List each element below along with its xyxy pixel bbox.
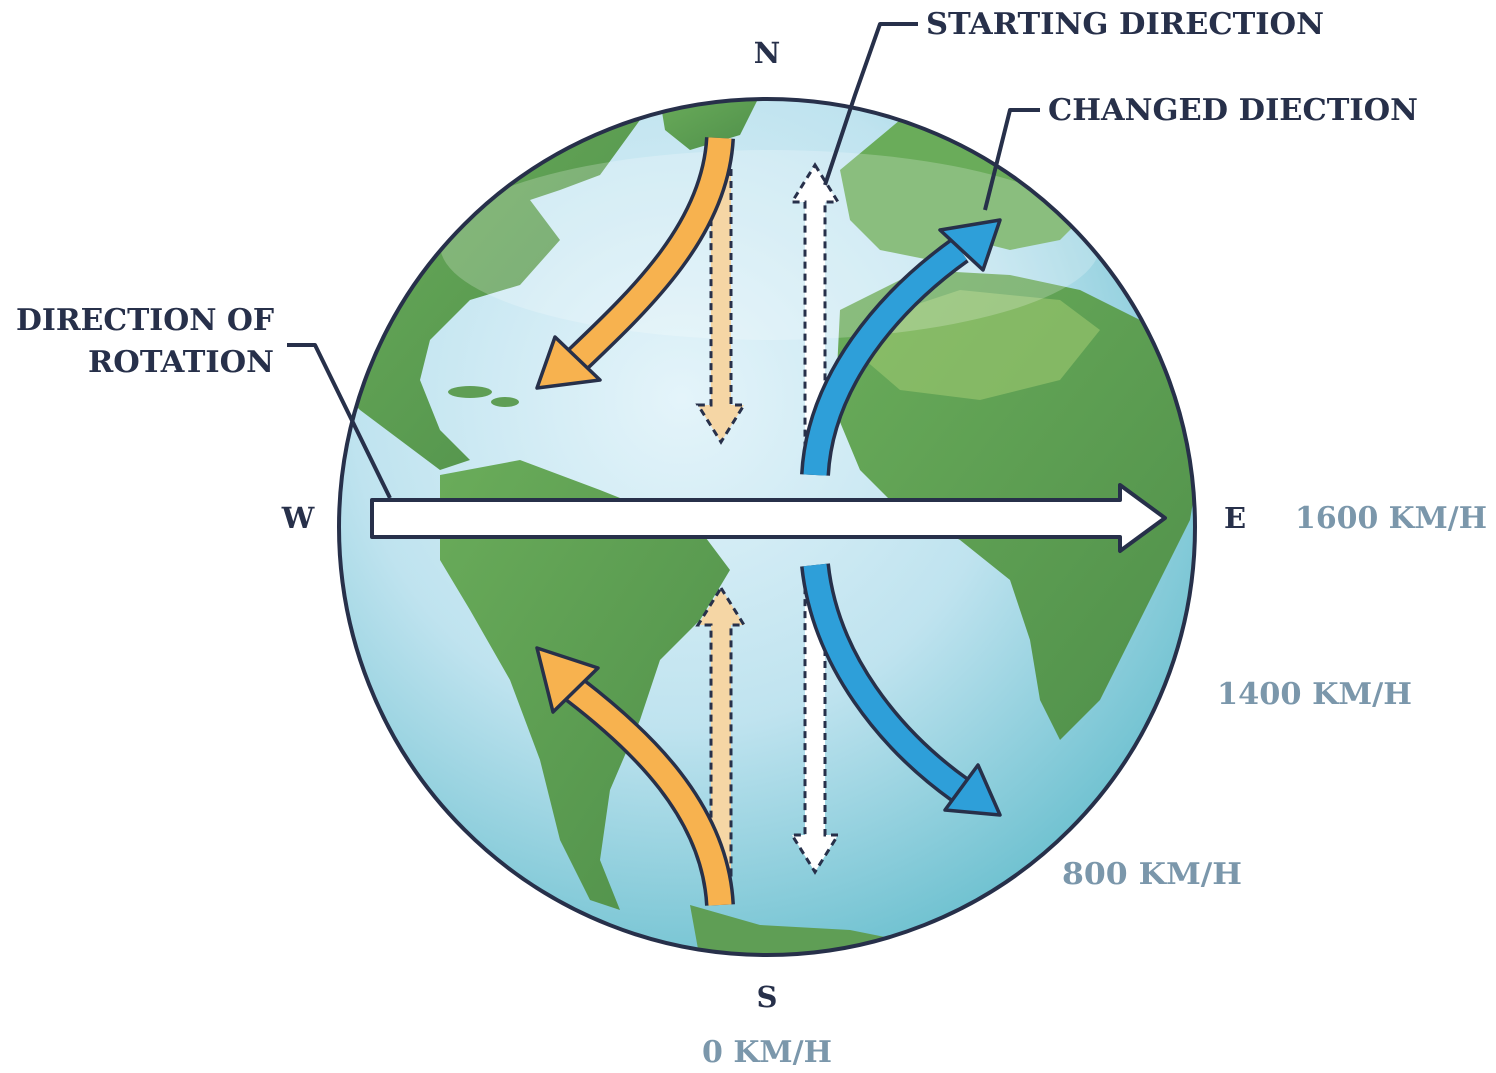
starting-direction-leader (823, 22, 918, 186)
white-right-arrow-icon (370, 483, 1167, 553)
blue-curved-arrow-icon (800, 218, 1002, 477)
speed-pole: 0 KM/H (702, 1035, 832, 1070)
speed-equator: 1600 KM/H (1295, 501, 1487, 536)
changed-direction-label: CHANGED DIECTION (1048, 93, 1418, 128)
rotation-leader (287, 343, 392, 499)
rotation-label-line1: DIRECTION OF (16, 303, 274, 338)
rotation-label-line2: ROTATION (88, 345, 274, 380)
speed-high-latitude: 800 KM/H (1062, 857, 1242, 892)
compass-north: N (754, 36, 781, 70)
caribbean-island (491, 397, 519, 407)
compass-west: W (281, 501, 315, 535)
caribbean-island (448, 386, 492, 398)
orange-curved-arrow-icon (535, 646, 735, 907)
speed-mid-latitude: 1400 KM/H (1217, 677, 1412, 712)
africa-highlight (865, 290, 1100, 400)
globe-outline (337, 97, 1197, 957)
compass-east: E (1224, 501, 1246, 535)
orange-curved-arrow-icon (535, 136, 735, 390)
compass-south: S (757, 980, 778, 1014)
globe-highlight (440, 150, 1100, 340)
starting-direction-label: STARTING DIRECTION (926, 7, 1324, 42)
changed-direction-leader (983, 108, 1040, 211)
dashed-double-arrow-icon (789, 162, 841, 457)
dashed-double-arrow-icon (695, 163, 747, 445)
blue-curved-arrow-icon (800, 563, 1002, 817)
